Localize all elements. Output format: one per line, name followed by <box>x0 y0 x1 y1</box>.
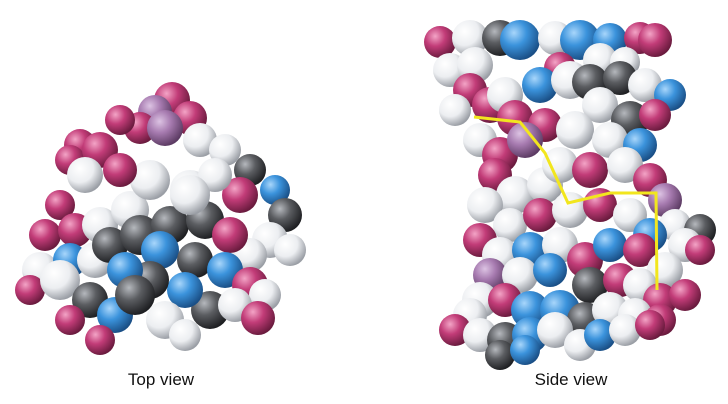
side-view-molecule <box>424 20 716 370</box>
blue-atom <box>584 319 616 351</box>
white-atom <box>183 123 217 157</box>
white-atom <box>274 234 306 266</box>
blue-atom <box>511 291 549 329</box>
white-atom <box>552 192 588 228</box>
pink-atom <box>685 235 715 265</box>
white-atom <box>170 175 210 215</box>
pink-atom <box>241 301 275 335</box>
white-atom <box>452 20 488 56</box>
pink-atom <box>638 23 672 57</box>
pink-atom <box>85 325 115 355</box>
top-view-molecule <box>15 82 306 355</box>
pink-atom <box>105 105 135 135</box>
blue-atom <box>593 228 627 262</box>
white-atom <box>169 319 201 351</box>
blue-atom <box>500 20 540 60</box>
white-atom <box>40 260 80 300</box>
pink-atom <box>45 190 75 220</box>
white-atom <box>556 111 594 149</box>
white-atom <box>209 134 241 166</box>
white-atom <box>467 187 503 223</box>
pink-atom <box>15 275 45 305</box>
blue-atom <box>141 231 179 269</box>
white-atom <box>439 94 471 126</box>
white-atom <box>582 87 618 123</box>
gray-atom <box>572 267 608 303</box>
white-atom <box>537 312 573 348</box>
pink-atom <box>669 279 701 311</box>
pink-atom <box>635 310 665 340</box>
blue-atom <box>510 335 540 365</box>
white-atom <box>628 68 662 102</box>
pink-atom <box>523 198 557 232</box>
white-atom <box>502 257 538 293</box>
pink-atom <box>212 217 248 253</box>
white-atom <box>542 147 578 183</box>
white-atom <box>130 160 170 200</box>
pink-atom <box>572 152 608 188</box>
pink-atom <box>424 26 456 58</box>
pink-atom <box>29 219 61 251</box>
pink-atom <box>103 153 137 187</box>
white-atom <box>607 147 643 183</box>
pink-atom <box>55 305 85 335</box>
chain-path-highlight <box>473 115 659 291</box>
white-atom <box>609 314 641 346</box>
gray-atom <box>485 340 515 370</box>
purple-atom <box>507 122 543 158</box>
top-view-caption: Top view <box>127 370 195 389</box>
gray-atom <box>115 275 155 315</box>
blue-atom <box>533 253 567 287</box>
purple-atom <box>147 110 183 146</box>
blue-atom <box>167 272 203 308</box>
pink-atom <box>439 314 471 346</box>
blue-atom <box>522 67 558 103</box>
white-atom <box>493 208 527 242</box>
white-atom <box>67 157 103 193</box>
pink-atom <box>639 99 671 131</box>
white-atom <box>198 158 232 192</box>
pink-atom <box>623 233 657 267</box>
gray-atom <box>177 242 213 278</box>
white-atom <box>496 176 534 214</box>
pink-atom <box>222 177 258 213</box>
side-view-caption: Side view <box>534 370 608 389</box>
blue-atom <box>260 175 290 205</box>
